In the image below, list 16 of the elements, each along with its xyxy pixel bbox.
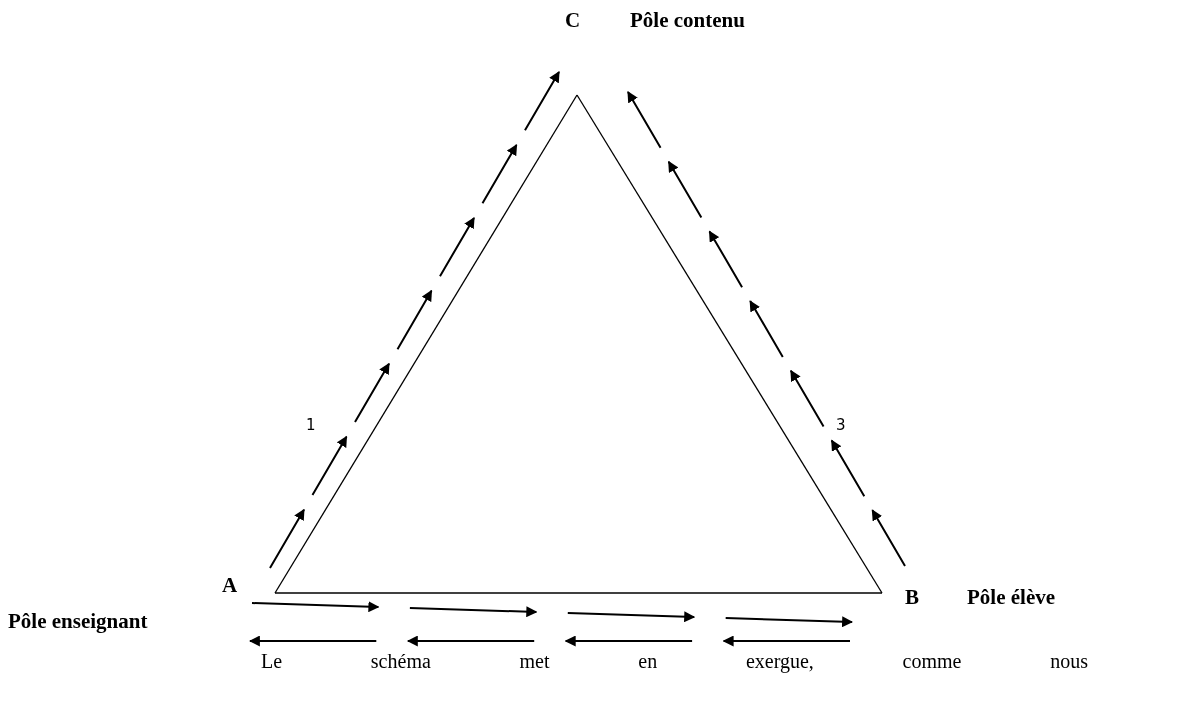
triangle-side <box>274 592 883 594</box>
dashed-arrow <box>627 91 906 567</box>
triangle-side <box>576 94 883 594</box>
paragraph-text: Le schéma met en exergue, comme nous <box>261 650 1088 673</box>
pole-label: Pôle élève <box>967 585 1056 609</box>
side-number: 1 <box>306 416 316 434</box>
vertex-label: B <box>905 585 919 609</box>
pole-label: Pôle contenu <box>630 8 745 32</box>
dashed-arrow <box>269 71 560 569</box>
side-number: 3 <box>836 416 846 434</box>
pole-label: Pôle enseignant <box>8 609 148 633</box>
dashed-arrow <box>251 601 853 627</box>
triangle-side <box>274 94 578 594</box>
dashed-arrow <box>249 636 851 647</box>
vertex-label: A <box>222 573 238 597</box>
vertex-label: C <box>565 8 581 32</box>
